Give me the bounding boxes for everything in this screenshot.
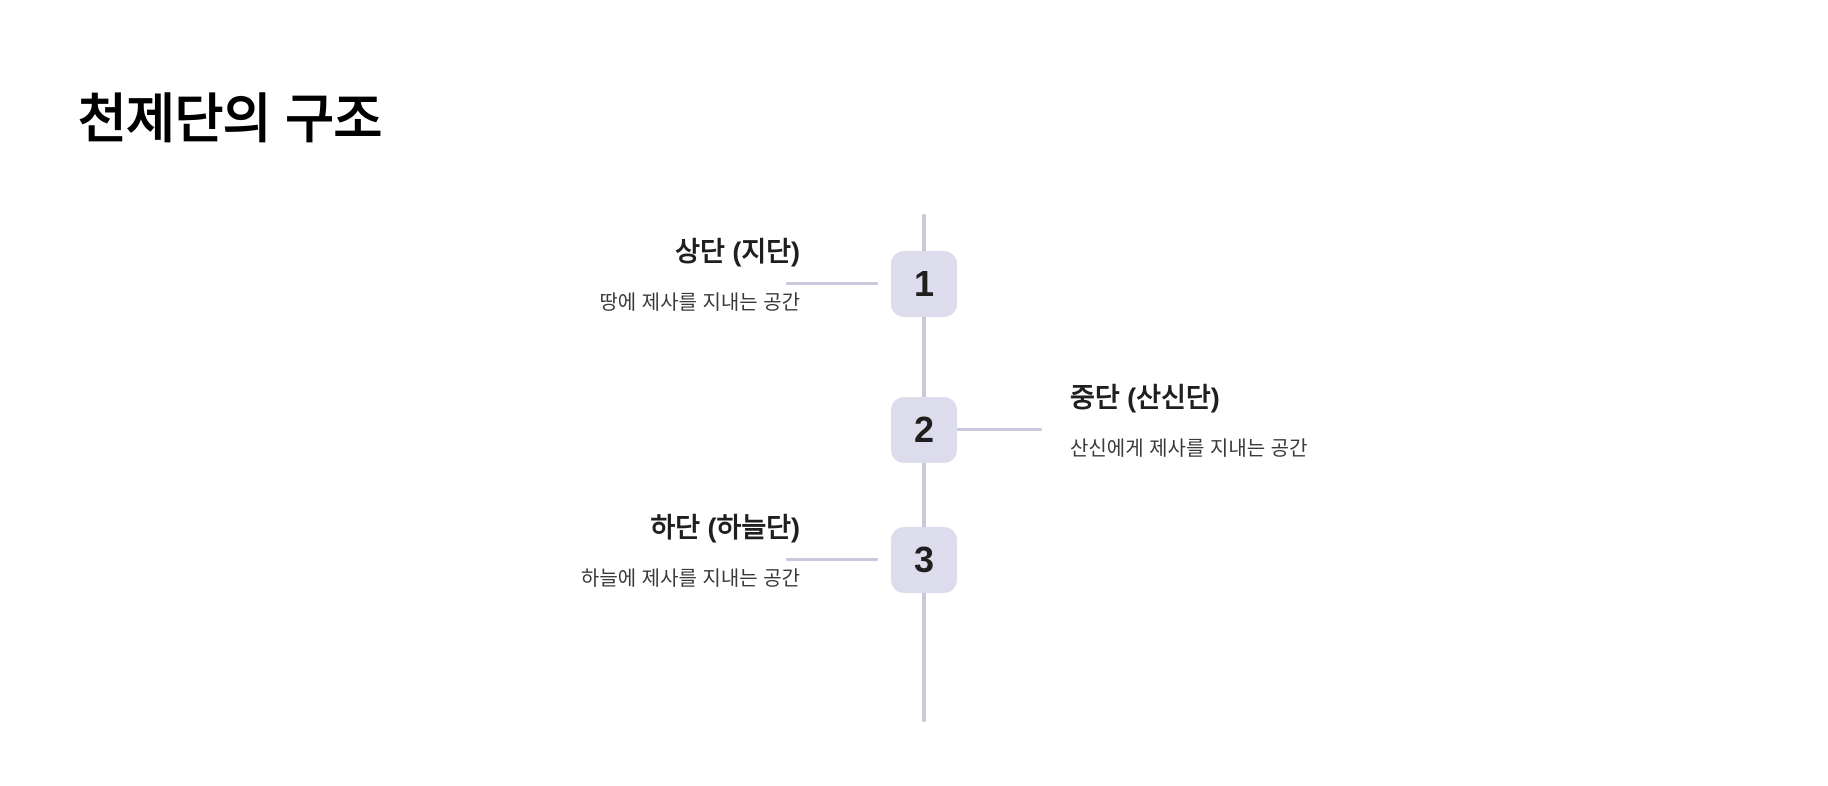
timeline-badge-1[interactable]: 1 (891, 251, 957, 317)
timeline-heading-3: 하단 (하늘단) (650, 513, 800, 543)
timeline-badge-2[interactable]: 2 (891, 397, 957, 463)
timeline-text-1: 상단 (지단) 땅에 제사를 지내는 공간 (180, 236, 800, 317)
timeline-text-2: 중단 (산신단) 산신에게 제사를 지내는 공간 (1070, 382, 1690, 463)
timeline-description-2: 산신에게 제사를 지내는 공간 (1070, 437, 1308, 460)
page-title: 천제단의 구조 (78, 89, 382, 149)
timeline-badge-3[interactable]: 3 (891, 527, 957, 593)
timeline-axis-line (922, 214, 926, 722)
timeline-description-1: 땅에 제사를 지내는 공간 (599, 291, 800, 314)
timeline-heading-2: 중단 (산신단) (1070, 383, 1220, 413)
timeline-text-3: 하단 (하늘단) 하늘에 제사를 지내는 공간 (180, 512, 800, 593)
timeline-connector-2 (950, 428, 1042, 431)
timeline-description-3: 하늘에 제사를 지내는 공간 (580, 567, 800, 590)
timeline-connector-3 (786, 558, 878, 561)
timeline-heading-1: 상단 (지단) (675, 237, 800, 267)
timeline-connector-1 (786, 282, 878, 285)
